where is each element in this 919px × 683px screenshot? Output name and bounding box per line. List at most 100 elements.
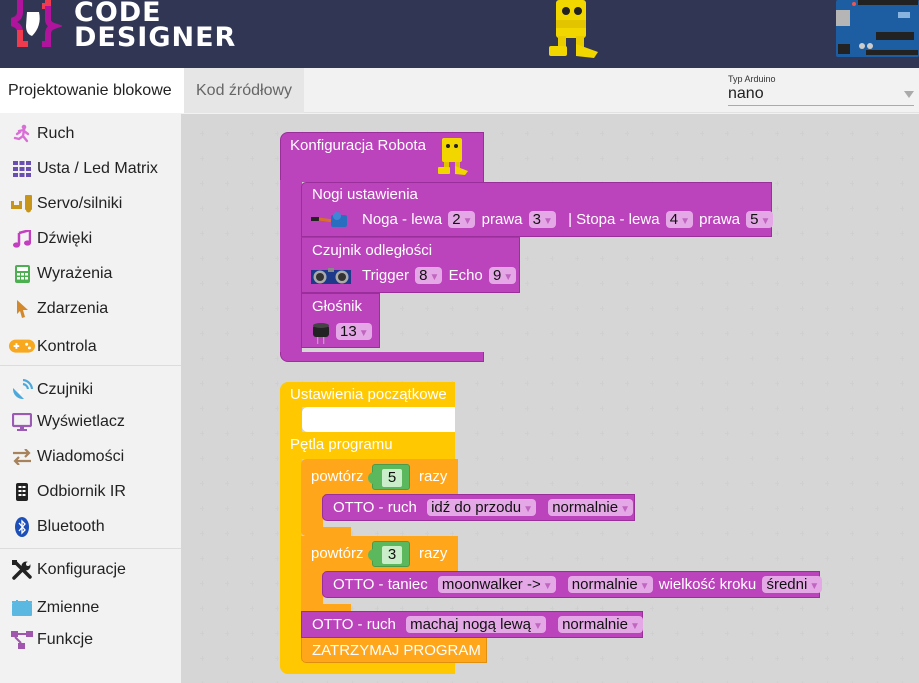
cursor-icon (9, 298, 35, 320)
dropdown-arrow-icon: ▼ (639, 581, 650, 592)
trigger-pin-dropdown[interactable]: 8▼ (415, 267, 443, 284)
otto-move-1-action-dropdown[interactable]: idź do przodu▼ (427, 499, 537, 516)
otto-move-2-label: OTTO - ruch (312, 616, 396, 633)
blockly-workspace[interactable]: Konfiguracja Robota Nogi ustawienia Noga… (181, 114, 919, 683)
otto-move-block-2[interactable]: OTTO - ruch machaj nogą lewą▼ normalnie▼ (301, 611, 643, 638)
servo-icon (9, 193, 35, 215)
repeat-1-count-value[interactable]: 5 (382, 469, 402, 487)
speaker-block[interactable]: Głośnik 13▼ (301, 293, 380, 348)
sidebar-item-ruch[interactable]: Ruch (0, 119, 181, 149)
robot-config-block[interactable]: Konfiguracja Robota (280, 132, 484, 362)
sidebar-item-czujniki[interactable]: Czujniki (0, 375, 181, 405)
repeat-1-count-input[interactable]: 5 (368, 464, 410, 490)
otto-dance-speed-dropdown[interactable]: normalnie▼ (567, 576, 653, 593)
sitemap-icon (9, 629, 35, 651)
dropdown-arrow-icon: ▼ (523, 504, 534, 515)
stopa-prawa-dropdown[interactable]: 5▼ (746, 211, 774, 228)
sidebar-item-zdarzenia[interactable]: Zdarzenia (0, 294, 181, 324)
dropdown-value: idź do przodu (431, 499, 522, 516)
sidebar-item-dzwieki[interactable]: Dźwięki (0, 224, 181, 254)
stopa-lewa-dropdown[interactable]: 4▼ (665, 211, 693, 228)
sidebar-item-label: Servo/silniki (37, 195, 123, 212)
servo-image-icon (311, 212, 347, 227)
otto-robot-image (549, 0, 598, 58)
sidebar-item-servo-silniki[interactable]: Servo/silniki (0, 189, 181, 219)
dropdown-arrow-icon: ▼ (429, 272, 440, 283)
sidebar-item-funkcje[interactable]: Funkcje (0, 625, 181, 655)
arduino-board-image (836, 0, 919, 57)
sidebar-item-kontrola[interactable]: Kontrola (0, 332, 181, 362)
sidebar-item-bluetooth[interactable]: Bluetooth (0, 512, 181, 542)
otto-dance-type-dropdown[interactable]: moonwalker ->▼ (437, 576, 556, 593)
sidebar-item-label: Funkcje (37, 631, 94, 648)
tab-block-design[interactable]: Projektowanie blokowe (0, 68, 184, 113)
echo-pin-dropdown[interactable]: 9▼ (488, 267, 517, 284)
puzzle-connector (368, 472, 376, 484)
dropdown-arrow-icon: ▼ (543, 216, 553, 227)
otto-move-1-speed-dropdown[interactable]: normalnie▼ (548, 499, 633, 516)
logo-text-line2: DESIGNER (74, 22, 237, 53)
sidebar-item-label: Usta / Led Matrix (37, 160, 158, 177)
setup-title: Ustawienia początkowe (290, 386, 447, 403)
repeat-2-count-value[interactable]: 3 (382, 546, 402, 564)
logo-brackets-icon (11, 0, 62, 47)
distance-sensor-block[interactable]: Czujnik odległości Trigger 8▼ Echo 9▼ (301, 237, 520, 293)
trigger-label: Trigger (362, 267, 409, 284)
sidebar-item-label: Bluetooth (37, 518, 105, 535)
logo-text-line1: CODE (74, 0, 162, 28)
otto-move-1-label: OTTO - ruch (333, 499, 417, 516)
repeat-block-1[interactable]: powtórz 5 razy (301, 459, 458, 536)
sidebar-item-odbiornik-ir[interactable]: Odbiornik IR (0, 477, 181, 507)
dropdown-value: średni (766, 576, 808, 593)
stopa-prawa-label: prawa (699, 211, 740, 228)
sidebar-item-zmienne[interactable]: Zmienne (0, 593, 181, 623)
sidebar-item-wyswietlacz[interactable]: Wyświetlacz (0, 407, 181, 437)
dropdown-arrow-icon: ▼ (760, 216, 771, 227)
dropdown-arrow-icon: ▼ (533, 621, 543, 632)
dropdown-value: 2 (452, 211, 461, 228)
arduino-type-label: Typ Arduino (728, 74, 776, 84)
legs-settings-title: Nogi ustawienia (312, 186, 418, 203)
tab-source-code[interactable]: Kod źródłowy (184, 68, 304, 113)
repeat-block-2[interactable]: powtórz 3 razy (301, 536, 458, 613)
step-size-dropdown[interactable]: średni▼ (762, 576, 823, 593)
speaker-row: 13▼ (334, 323, 374, 340)
sidebar-item-usta-led-matrix[interactable]: Usta / Led Matrix (0, 154, 181, 184)
dropdown-arrow-icon: ▼ (503, 272, 514, 283)
setup-loop-block[interactable]: Ustawienia początkowe Pętla programu (280, 382, 455, 674)
otto-move-2-action-dropdown[interactable]: machaj nogą lewą▼ (406, 616, 546, 633)
noga-prawa-dropdown[interactable]: 3▼ (528, 211, 556, 228)
stop-program-block[interactable]: ZATRZYMAJ PROGRAM (301, 638, 487, 663)
arduino-type-dropdown[interactable]: nano (728, 84, 914, 106)
stopa-lewa-label: | Stopa - lewa (568, 211, 660, 228)
otto-dance-block[interactable]: OTTO - taniec moonwalker ->▼ normalnie▼ … (322, 571, 823, 598)
arduino-type-select[interactable]: Typ Arduino nano (728, 74, 914, 106)
robot-config-title: Konfiguracja Robota (290, 137, 426, 154)
sidebar-item-label: Wiadomości (37, 448, 125, 465)
speaker-title: Głośnik (312, 298, 363, 315)
repeat-2-count-input[interactable]: 3 (368, 541, 410, 567)
dropdown-caret-icon (904, 91, 914, 98)
repeat-1-prefix: powtórz (311, 468, 364, 485)
legs-row: Noga - lewa 2▼ prawa 3▼ | Stopa - lewa 4… (362, 211, 775, 228)
noga-lewa-dropdown[interactable]: 2▼ (448, 211, 476, 228)
app-header: CODE DESIGNER (0, 0, 919, 68)
sidebar-item-label: Wyświetlacz (37, 413, 125, 430)
dropdown-value: 8 (419, 267, 428, 284)
dropdown-arrow-icon: ▼ (358, 328, 369, 339)
dropdown-value: normalnie (571, 576, 638, 593)
exchange-icon (9, 446, 35, 468)
dropdown-arrow-icon: ▼ (809, 581, 820, 592)
dropdown-value: 3 (532, 211, 542, 228)
dropdown-value: 4 (669, 211, 679, 228)
distance-row: Trigger 8▼ Echo 9▼ (362, 267, 518, 284)
speaker-pin-dropdown[interactable]: 13▼ (336, 323, 372, 340)
otto-move-block-1[interactable]: OTTO - ruch idź do przodu▼ normalnie▼ (322, 494, 635, 521)
sidebar-item-konfiguracje[interactable]: Konfiguracje (0, 555, 181, 585)
legs-settings-block[interactable]: Nogi ustawienia Noga - lewa 2▼ prawa 3▼ … (301, 182, 775, 237)
otto-move-2-speed-dropdown[interactable]: normalnie▼ (558, 616, 643, 633)
buzzer-icon (313, 323, 329, 344)
arduino-type-value: nano (728, 85, 764, 102)
sidebar-item-wiadomosci[interactable]: Wiadomości (0, 442, 181, 472)
sidebar-item-wyrazenia[interactable]: Wyrażenia (0, 259, 181, 289)
